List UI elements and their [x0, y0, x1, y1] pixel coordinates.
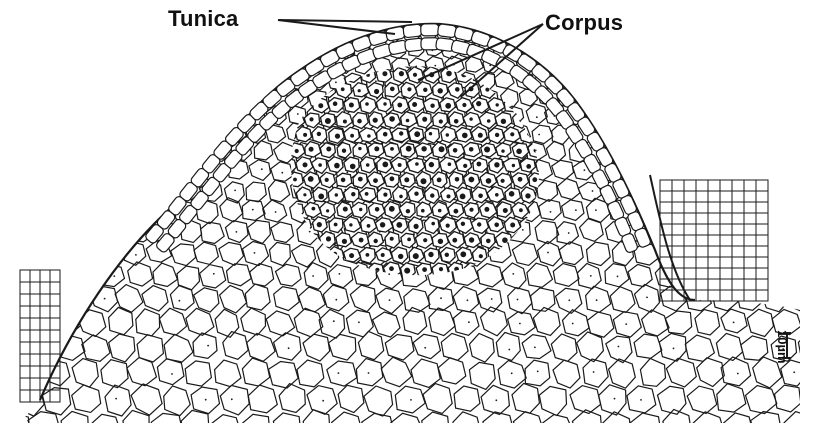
tunica-label: Tunica	[168, 6, 238, 32]
corpus-label: Corpus	[545, 10, 623, 36]
scale-bar-label: 10µm	[775, 330, 790, 364]
